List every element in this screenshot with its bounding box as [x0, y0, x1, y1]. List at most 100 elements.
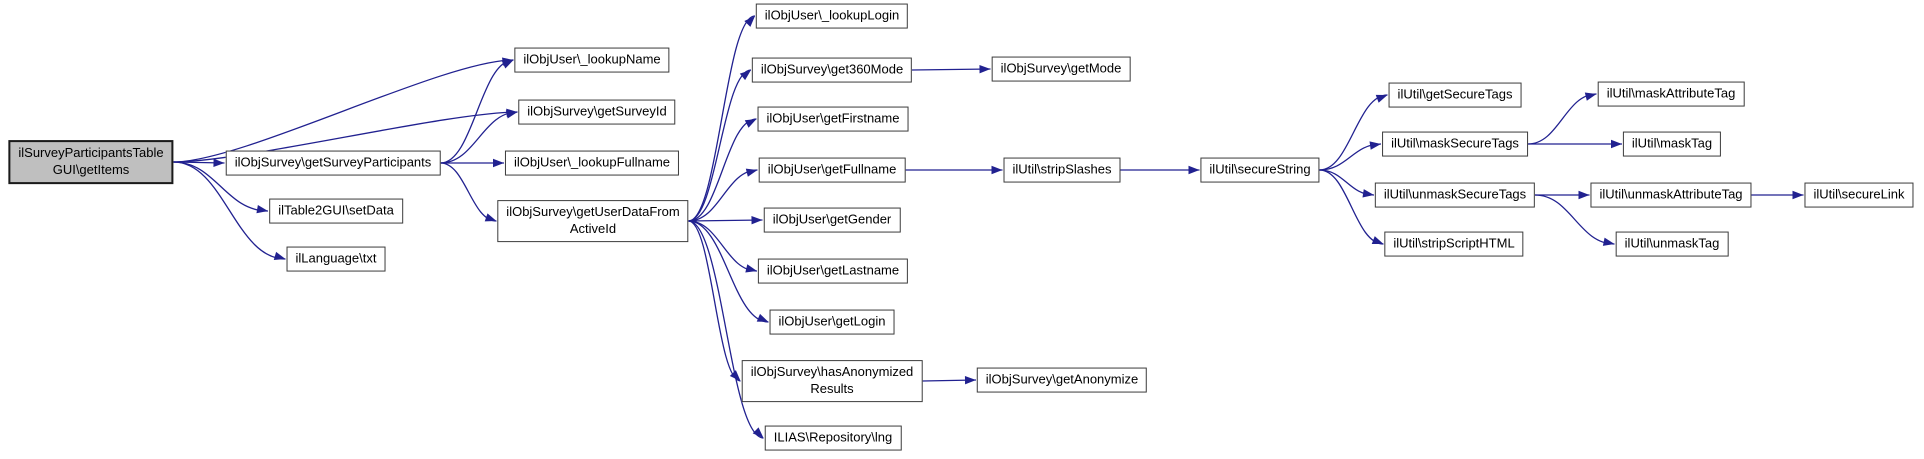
node-label-line: ilTable2GUI\setData: [278, 202, 394, 218]
edge-mask-secure-tags--mask-tag: [1528, 139, 1622, 149]
arrowhead-icon: [745, 168, 758, 177]
node-lookup-fullname[interactable]: ilObjUser\_lookupFullname: [504, 150, 680, 176]
node-label-line: ilObjUser\getLastname: [766, 262, 900, 278]
edge-secure-string--unmask-secure-tags: [1319, 169, 1375, 198]
node-label-line: ilSurveyParticipantsTable: [18, 145, 164, 161]
node-unmask-secure-tags[interactable]: ilUtil\unmaskSecureTags: [1374, 182, 1536, 208]
edge-get-survey-participants--get-survey-id: [440, 110, 518, 164]
node-label-line: ilObjUser\getGender: [772, 211, 892, 227]
edge-get-user-data-from-active-id--get-login: [688, 220, 769, 323]
node-label-line: ActiveId: [569, 221, 617, 236]
node-lookup-login[interactable]: ilObjUser\_lookupLogin: [755, 3, 909, 29]
node-label-line: ilLanguage\txt: [295, 250, 377, 266]
node-get-anonymize[interactable]: ilObjSurvey\getAnonymize: [976, 367, 1148, 393]
edge-get-user-data-from-active-id--repository-lng: [688, 220, 764, 439]
node-get-gender[interactable]: ilObjUser\getGender: [763, 207, 901, 233]
node-label-line: ilUtil\unmaskAttributeTag: [1599, 186, 1743, 202]
node-label-line: ilUtil\maskAttributeTag: [1606, 85, 1736, 101]
arrowhead-icon: [493, 158, 504, 168]
edge-get-user-data-from-active-id--get-fullname: [688, 168, 758, 222]
node-secure-link[interactable]: ilUtil\secureLink: [1804, 182, 1914, 208]
arrowhead-icon: [1369, 141, 1381, 150]
node-language-txt[interactable]: ilLanguage\txt: [286, 246, 386, 272]
arrowhead-icon: [1611, 139, 1622, 149]
node-label-line: ilUtil\getSecureTags: [1397, 86, 1513, 102]
arrowhead-icon: [505, 110, 518, 119]
edge-strip-slashes--secure-string: [1120, 165, 1200, 175]
edge-get-user-data-from-active-id--lookup-login: [688, 15, 756, 222]
arrowhead-icon: [1584, 92, 1597, 101]
node-label-line: ilUtil\stripSlashes: [1012, 161, 1112, 177]
node-label-line: ilUtil\secureString: [1209, 161, 1311, 177]
node-get-lastname[interactable]: ilObjUser\getLastname: [757, 258, 909, 284]
node-label-line: ilObjSurvey\getAnonymize: [985, 371, 1139, 387]
node-get-survey-participants[interactable]: ilObjSurvey\getSurveyParticipants: [225, 150, 441, 176]
node-label-line: GUI\getItems: [52, 162, 130, 177]
arrowhead-icon: [1602, 237, 1615, 246]
arrowhead-icon: [979, 64, 991, 74]
node-label-line: ilObjSurvey\getMode: [1000, 60, 1122, 76]
arrowhead-icon: [1375, 94, 1388, 103]
edge-get-survey-participants--lookup-name: [440, 59, 514, 164]
edge-get-360-mode--get-mode: [911, 64, 991, 74]
arrowhead-icon: [273, 251, 286, 260]
edge-secure-string--get-secure-tags: [1319, 94, 1388, 171]
edge-get-user-data-from-active-id--get-gender: [688, 215, 763, 225]
node-label-line: ilObjSurvey\getSurveyId: [527, 103, 667, 119]
node-mask-secure-tags[interactable]: ilUtil\maskSecureTags: [1382, 131, 1528, 157]
arrowhead-icon: [744, 16, 755, 27]
edge-has-anonymized-results--get-anonymize: [922, 376, 977, 385]
node-label-line: ilUtil\maskTag: [1631, 135, 1713, 151]
arrowhead-icon: [1371, 236, 1384, 244]
node-label-line: ilUtil\unmaskTag: [1624, 235, 1720, 251]
arrowhead-icon: [1362, 189, 1374, 198]
arrowhead-icon: [1188, 165, 1200, 175]
node-mask-attribute-tag[interactable]: ilUtil\maskAttributeTag: [1597, 81, 1745, 107]
node-set-data[interactable]: ilTable2GUI\setData: [269, 198, 403, 224]
edge-get-user-data-from-active-id--get-firstname: [688, 118, 757, 222]
arrowhead-icon: [1578, 190, 1590, 200]
node-mask-tag[interactable]: ilUtil\maskTag: [1622, 131, 1722, 157]
node-label-line: ilObjUser\getFirstname: [766, 110, 900, 126]
node-unmask-tag[interactable]: ilUtil\unmaskTag: [1615, 231, 1729, 257]
edge-mask-secure-tags--mask-attribute-tag: [1527, 92, 1597, 145]
edge-get-survey-participants--get-user-data-from-active-id: [440, 162, 497, 222]
node-label-line: ilObjUser\getLogin: [778, 313, 886, 329]
node-label-line: ilObjSurvey\getUserDataFrom: [506, 204, 680, 220]
edge-get-fullname--strip-slashes: [905, 165, 1003, 175]
node-get-firstname[interactable]: ilObjUser\getFirstname: [757, 106, 909, 132]
node-unmask-attribute-tag[interactable]: ilUtil\unmaskAttributeTag: [1590, 182, 1752, 208]
edge-get-user-data-from-active-id--has-anonymized-results: [688, 220, 741, 382]
edge-get-survey-participants--lookup-fullname: [440, 158, 504, 168]
node-label-line: Results: [810, 381, 854, 396]
node-get-secure-tags[interactable]: ilUtil\getSecureTags: [1388, 82, 1522, 108]
arrowhead-icon: [752, 427, 764, 438]
edge-get-items--language-txt: [173, 161, 286, 260]
node-secure-string[interactable]: ilUtil\secureString: [1200, 157, 1320, 183]
arrowhead-icon: [1792, 190, 1804, 200]
node-get-survey-id[interactable]: ilObjSurvey\getSurveyId: [518, 99, 676, 125]
edge-get-items--lookup-name: [173, 57, 514, 163]
node-lookup-name[interactable]: ilObjUser\_lookupName: [514, 47, 670, 73]
node-label-line: ilObjSurvey\get360Mode: [760, 61, 904, 77]
edge-secure-string--mask-secure-tags: [1319, 141, 1382, 171]
node-get-mode[interactable]: ilObjSurvey\getMode: [991, 56, 1131, 82]
node-get-360-mode[interactable]: ilObjSurvey\get360Mode: [751, 57, 913, 83]
node-get-login[interactable]: ilObjUser\getLogin: [769, 309, 895, 335]
node-strip-script-html[interactable]: ilUtil\stripScriptHTML: [1384, 231, 1524, 257]
node-strip-slashes[interactable]: ilUtil\stripSlashes: [1003, 157, 1121, 183]
arrowhead-icon: [751, 215, 763, 225]
edge-secure-string--strip-script-html: [1319, 169, 1384, 245]
node-label-line: ilUtil\unmaskSecureTags: [1383, 186, 1527, 202]
node-get-fullname[interactable]: ilObjUser\getFullname: [758, 157, 906, 183]
node-label-line: ilObjUser\_lookupName: [523, 51, 661, 67]
arrowhead-icon: [256, 204, 268, 214]
arrowhead-icon: [484, 213, 497, 222]
node-repository-lng[interactable]: ILIAS\Repository\lng: [764, 425, 902, 451]
edge-unmask-secure-tags--unmask-tag: [1534, 194, 1615, 246]
node-label-line: ilObjSurvey\getSurveyParticipants: [234, 154, 432, 170]
